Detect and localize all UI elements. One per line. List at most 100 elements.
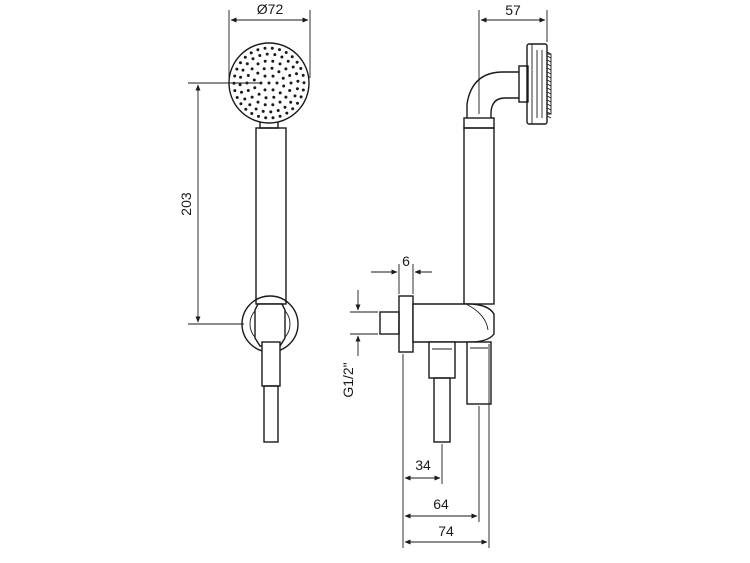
- nozzle-dot: [263, 46, 267, 50]
- rim-tick: [546, 91, 552, 95]
- nozzle-dot: [261, 109, 265, 113]
- nozzle-dot: [301, 88, 305, 92]
- nozzle-dot: [263, 88, 267, 92]
- hose: [263, 385, 279, 443]
- nozzle-dot: [233, 74, 237, 78]
- nozzle-dot: [240, 90, 243, 94]
- nozzle-dot: [293, 94, 297, 98]
- nozzle-dot: [264, 116, 268, 120]
- nozzle-dot: [272, 95, 276, 99]
- head-rim-ticks: [546, 51, 552, 119]
- nozzle-dot: [251, 57, 255, 61]
- nozzle-dot: [246, 74, 250, 77]
- label-d74: 74: [438, 523, 454, 539]
- outlet-hose: [433, 377, 451, 443]
- nozzle-dot: [284, 51, 288, 54]
- nozzle-dot: [270, 66, 274, 70]
- label-flange: 6: [402, 253, 410, 269]
- rim-tick: [546, 115, 552, 119]
- nozzle-dot: [284, 67, 288, 71]
- nozzle-dot: [256, 62, 260, 66]
- nozzle-dot: [258, 54, 262, 57]
- nozzle-dot: [271, 103, 275, 107]
- nozzle-dot: [257, 92, 261, 96]
- nozzle-dot: [263, 103, 267, 107]
- nozzle-dot: [239, 61, 242, 65]
- nozzle-dot: [283, 105, 287, 109]
- nozzle-dot: [235, 67, 239, 71]
- nozzle-dot: [273, 53, 277, 57]
- rim-tick: [546, 83, 552, 87]
- nozzle-dot: [252, 78, 256, 82]
- nozzle-dot: [278, 91, 282, 95]
- rim-tick: [546, 51, 552, 55]
- nozzle-dot: [278, 48, 281, 52]
- nozzle-dot: [235, 96, 239, 99]
- wall-flange: [398, 295, 414, 353]
- nozzle-dot: [256, 48, 260, 52]
- nozzle-dot: [295, 87, 299, 91]
- side-holder: [466, 341, 492, 405]
- nozzle-dot: [291, 65, 295, 69]
- head-hub: [518, 65, 529, 103]
- rim-tick: [546, 67, 552, 71]
- nozzle-dot: [265, 52, 269, 56]
- nozzle-dot: [278, 114, 282, 118]
- rim-tick: [546, 87, 552, 91]
- label-d34: 34: [415, 457, 431, 473]
- label-height: 203: [178, 192, 194, 216]
- nozzle-dot: [296, 101, 299, 105]
- threaded-connection: [379, 311, 400, 335]
- nozzle-dot: [250, 67, 254, 71]
- nozzle-dot: [233, 89, 237, 93]
- nozzle-dot: [295, 60, 299, 64]
- nozzle-dot: [270, 46, 274, 50]
- dimension-bottom: 34 64 74: [402, 344, 490, 548]
- nozzle-dot: [263, 74, 267, 78]
- nozzle-dot: [290, 55, 294, 59]
- label-thread: G1/2": [340, 362, 356, 397]
- nozzle-dot: [239, 75, 243, 79]
- rim-tick: [546, 107, 552, 111]
- nozzle-dot: [271, 116, 275, 120]
- rim-tick: [546, 55, 552, 59]
- nozzle-dot: [244, 107, 248, 111]
- nozzle-dot: [289, 100, 293, 104]
- nozzle-dot: [285, 111, 289, 115]
- nozzle-dot: [246, 89, 250, 92]
- nozzle-dot: [302, 81, 306, 85]
- rim-tick: [546, 75, 552, 79]
- nozzle-dot: [243, 55, 247, 59]
- label-arm-depth: 57: [505, 2, 521, 18]
- arm-outer: [466, 71, 519, 118]
- hose-cone: [261, 341, 281, 387]
- outlet-nut: [428, 341, 456, 379]
- nozzle-dot: [245, 62, 249, 66]
- front-view: [228, 42, 310, 443]
- nozzle-dot: [256, 71, 260, 75]
- rim-tick: [546, 71, 552, 75]
- nozzle-dot: [256, 100, 260, 104]
- valve-body: [412, 303, 495, 343]
- nozzle-dot: [301, 73, 305, 77]
- nozzle-dot: [267, 81, 271, 85]
- nozzle-dot: [271, 74, 275, 78]
- nozzle-dot: [280, 55, 284, 59]
- label-d64: 64: [433, 496, 449, 512]
- nozzle-dot: [257, 114, 260, 118]
- dimension-head-diameter: Ø72: [228, 1, 311, 78]
- rim-tick: [546, 99, 552, 103]
- nozzle-dot: [241, 68, 245, 72]
- nozzle-dot: [253, 86, 257, 90]
- arm-collar: [463, 117, 495, 129]
- nozzle-dot: [278, 62, 282, 66]
- side-handle: [463, 127, 495, 305]
- dimension-flange: 6: [371, 253, 432, 294]
- dimension-height: 203: [178, 82, 262, 325]
- nozzle-dot: [250, 112, 254, 115]
- nozzle-dot: [276, 109, 280, 112]
- nozzle-dot: [296, 79, 300, 83]
- nozzle-dot: [250, 95, 254, 99]
- nozzle-dot: [288, 89, 292, 92]
